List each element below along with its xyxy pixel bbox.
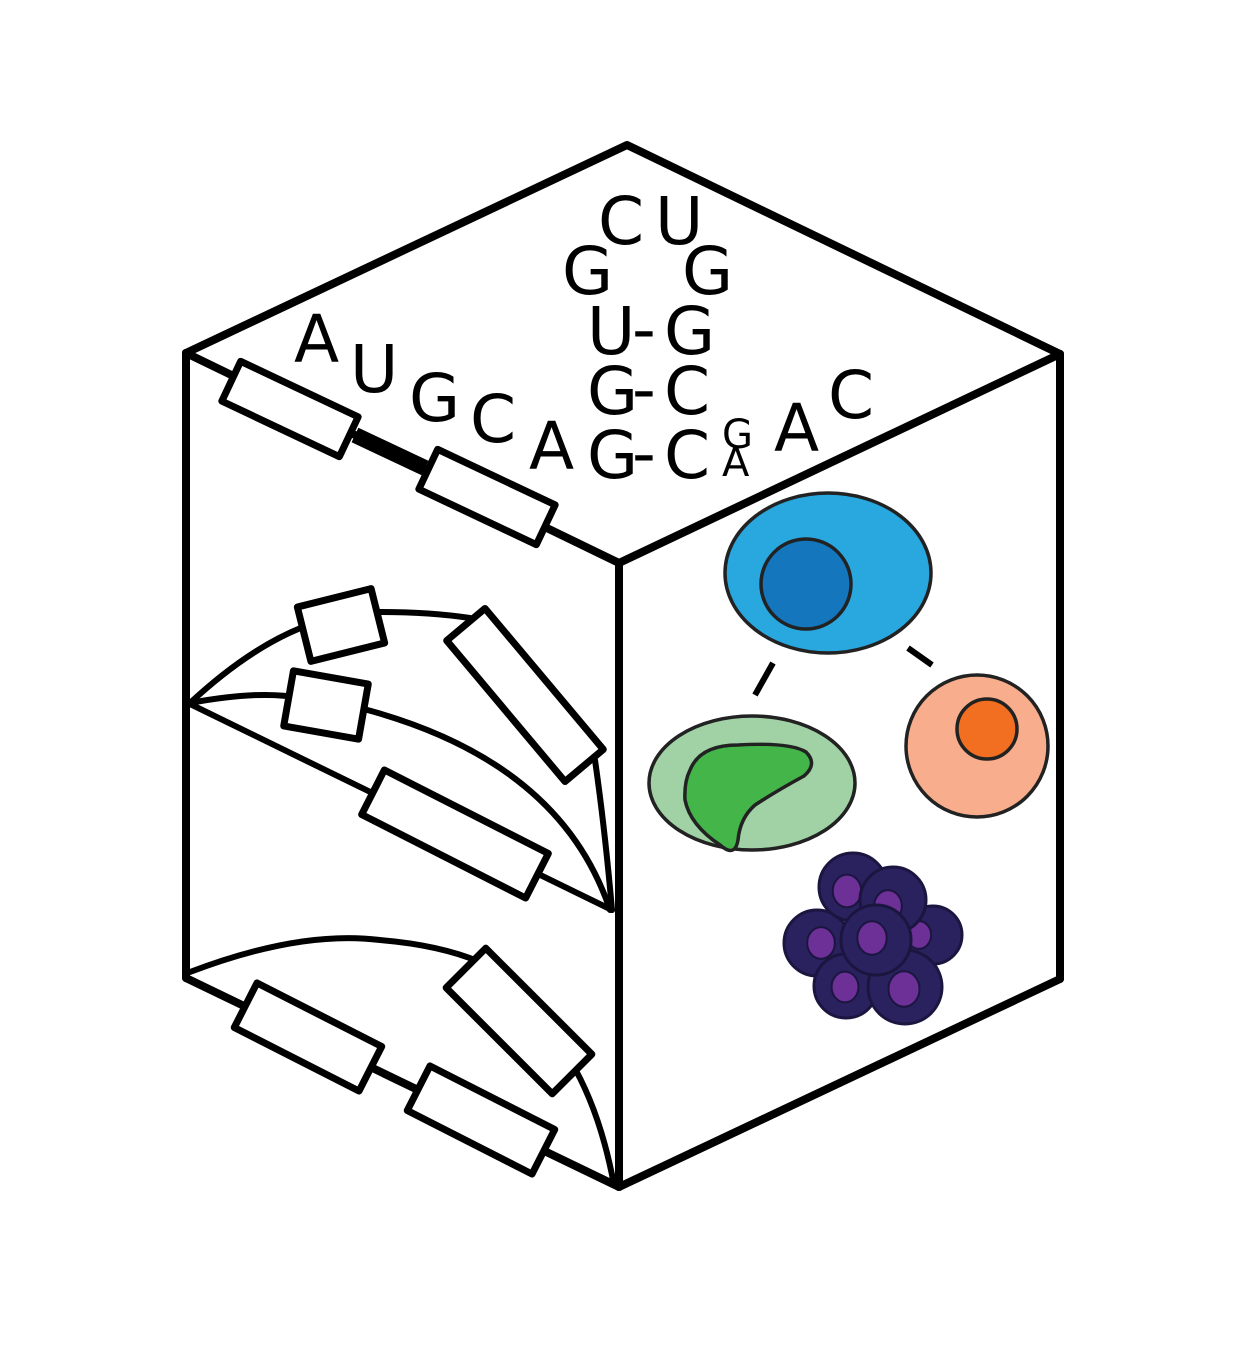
rna-loop-nucleotide: U: [655, 183, 703, 260]
helix-bar: [415, 445, 559, 549]
rna-bulge-nucleotide: A: [722, 440, 750, 486]
cell-link: [752, 661, 776, 697]
green-cell-nucleus: [683, 742, 814, 853]
cluster-cell-nucleus: [856, 920, 888, 956]
rna-stem-bond: -: [632, 351, 656, 428]
rna-stem-bond: -: [632, 291, 656, 368]
backbone-curve: [187, 691, 303, 706]
rna-stem-left: G: [587, 417, 638, 494]
helix-linker: [351, 427, 429, 476]
backbone-curve: [592, 757, 615, 913]
protein-panel: [185, 357, 617, 1188]
cube-top-face-edge: [182, 141, 1064, 358]
helix-bar: [218, 357, 362, 461]
blue-cell-nucleus: [759, 537, 853, 631]
rna-hairpin: A U G C A C U G G U - G G - C G - C G A …: [294, 183, 874, 494]
rna-stem-right: C: [664, 353, 710, 430]
rna-nucleotide: C: [470, 381, 516, 458]
helix-bar: [280, 667, 372, 743]
cluster-cell-nucleus: [806, 926, 836, 960]
salmon-cell-nucleus: [955, 697, 1019, 761]
rna-nucleotide: A: [529, 408, 574, 485]
rna-stem-right: G: [664, 293, 715, 370]
cluster-cell-nucleus: [830, 970, 860, 1004]
helix-bar: [293, 585, 389, 665]
helix-bar: [442, 944, 596, 1098]
cluster-cell-nucleus: [887, 970, 921, 1008]
cell-network: [647, 491, 1050, 1026]
rna-loop-nucleotide: C: [598, 183, 644, 260]
cell-cluster: [782, 851, 964, 1026]
rna-nucleotide: C: [828, 357, 874, 434]
backbone-curve: [187, 935, 483, 975]
rna-stem-bond: -: [632, 415, 656, 492]
helix-bar: [358, 766, 552, 902]
rna-nucleotide: G: [409, 360, 460, 437]
rna-nucleotide: A: [294, 301, 339, 378]
helix-bar: [403, 1062, 559, 1178]
rna-stem-right: C: [664, 417, 710, 494]
rna-stem-left: G: [587, 353, 638, 430]
helix-bar: [443, 604, 607, 786]
rna-loop-nucleotide: G: [682, 233, 733, 310]
rna-stem-left: U: [587, 293, 635, 370]
cube-bottom-right-edge: [615, 975, 1064, 1191]
cluster-cell-nucleus: [831, 873, 863, 909]
rna-nucleotide: U: [350, 331, 398, 408]
helix-bar: [230, 979, 386, 1095]
cell-link: [906, 645, 934, 668]
backbone-curve: [357, 705, 613, 913]
rna-nucleotide: A: [774, 390, 819, 467]
rna-loop-nucleotide: G: [562, 233, 613, 310]
rna-bulge-nucleotide: G: [722, 412, 753, 458]
